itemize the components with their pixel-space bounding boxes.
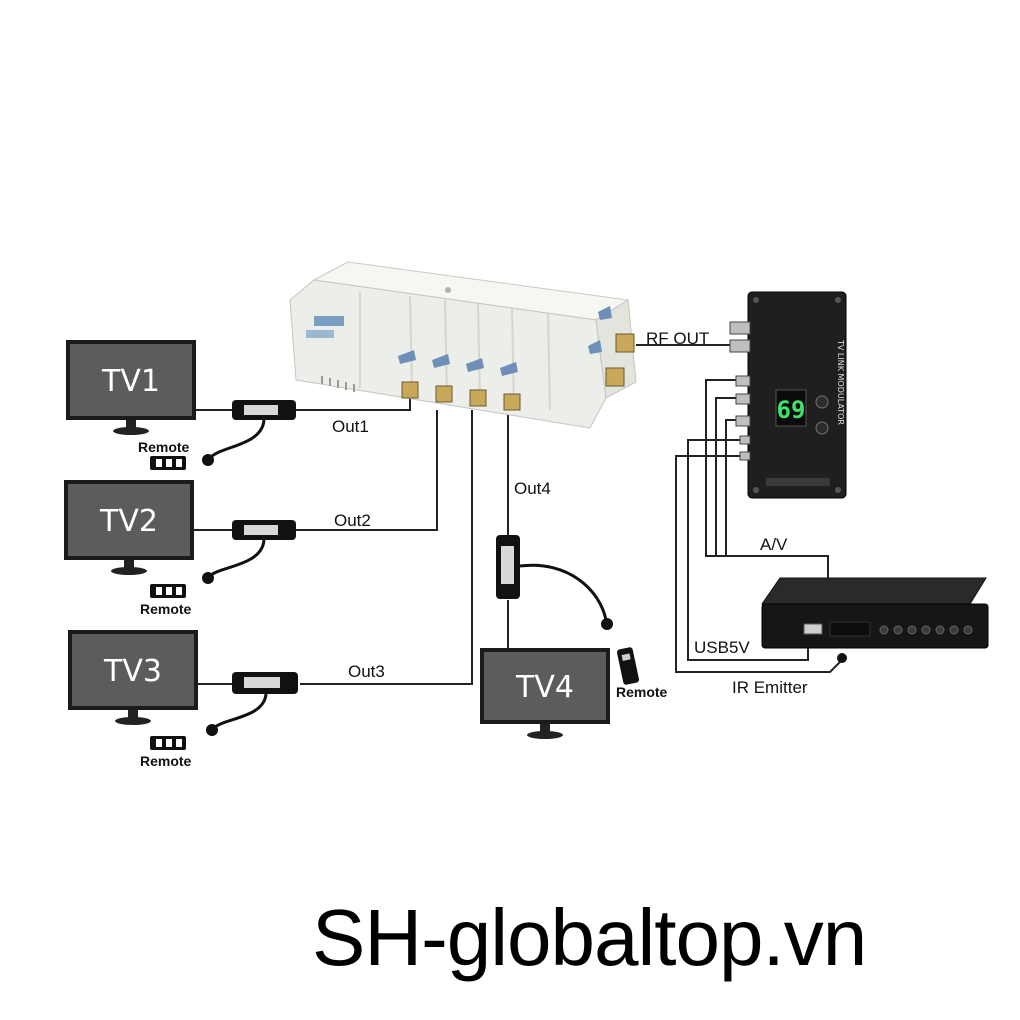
tv3-remote-label: Remote (140, 753, 192, 769)
wire-av-1 (705, 379, 829, 578)
wire-out2 (296, 410, 438, 531)
stb-usb-port (803, 623, 823, 635)
amplifier-vents (321, 376, 355, 392)
stb-buttons (879, 625, 973, 635)
stb-display (829, 621, 871, 637)
modulator-rf-out (729, 339, 751, 353)
tv1-label: TV1 (101, 364, 160, 399)
channel-up-button[interactable] (815, 395, 829, 409)
tv1-stand (113, 427, 149, 435)
f-connectors (401, 333, 635, 411)
distribution-amplifier (289, 261, 637, 429)
tv1: TV1 (66, 340, 196, 435)
usb-label: USB5V (694, 638, 750, 657)
wire-ir (675, 455, 843, 673)
modulator-vertical-text: TV LINK MODULATOR (836, 339, 845, 425)
set-top-box (761, 577, 989, 663)
tv4: TV4 (480, 648, 610, 739)
watermark: SH-globaltop.vn (312, 893, 867, 982)
ir-emitter-label: IR Emitter (732, 678, 808, 697)
tv1-ir-receiver (202, 400, 296, 466)
amplifier-sticker-2 (306, 330, 334, 338)
tv2-stand (111, 567, 147, 575)
tv3-label: TV3 (103, 654, 162, 689)
tv2: TV2 (64, 480, 194, 575)
power-led (445, 287, 451, 293)
tv4-label: TV4 (515, 670, 574, 705)
tv4-remote (616, 647, 640, 685)
out3-label: Out3 (348, 662, 385, 681)
tv4-ir-receiver (496, 535, 613, 630)
out2-label: Out2 (334, 511, 371, 530)
stb-top (761, 577, 987, 605)
rf-out-label: RF OUT (646, 329, 709, 348)
tv2-remote (150, 584, 186, 598)
tv3-remote (150, 736, 186, 750)
wire-usb (687, 439, 809, 661)
tv1-screen (70, 344, 192, 416)
tv3-ir-receiver (206, 672, 298, 736)
tv2-label: TV2 (99, 504, 158, 539)
wire-out3 (300, 410, 473, 685)
out1-label: Out1 (332, 417, 369, 436)
output-tabs (398, 306, 612, 376)
channel-display-value: 69 (777, 396, 806, 424)
modulator-label-strip (766, 478, 830, 486)
tv4-screen (484, 652, 606, 720)
amplifier-sticker (314, 316, 344, 326)
wire-out1 (296, 395, 411, 411)
av-label: A/V (760, 535, 788, 554)
rf-input-connector (615, 333, 635, 353)
tv3-stand (115, 717, 151, 725)
channel-down-button[interactable] (815, 421, 829, 435)
modulator-rf-in (729, 321, 751, 335)
tv4-stand (527, 731, 563, 739)
tv1-remote-label: Remote (138, 439, 190, 455)
stb-front (761, 603, 989, 649)
tv3-screen (72, 634, 194, 706)
tv2-screen (68, 484, 190, 556)
tv1-remote (150, 456, 186, 470)
tv-link-modulator: 69 TV LINK MODULATOR (729, 291, 847, 499)
tv3: TV3 (68, 630, 198, 725)
out4-label: Out4 (514, 479, 551, 498)
tv2-ir-receiver (202, 520, 296, 584)
rf-output-connector (605, 367, 625, 387)
tv2-remote-label: Remote (140, 601, 192, 617)
channel-display (775, 389, 807, 427)
ir-emitter-head (837, 653, 847, 663)
tv4-remote-label: Remote (616, 684, 668, 700)
